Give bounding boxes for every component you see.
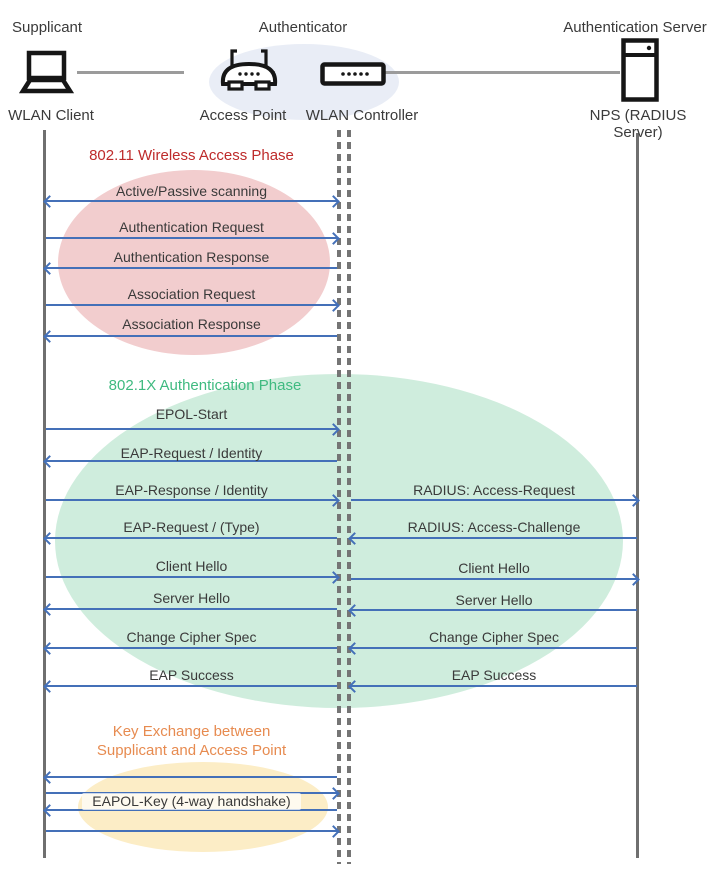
message-label-authentication-response: Authentication Response — [113, 249, 270, 265]
wlan-controller-icon — [320, 62, 386, 91]
message-label-server-hello-left: Server Hello — [152, 590, 231, 606]
arrow-eapol-key-message-4 — [46, 830, 337, 832]
message-label-eap-request-identity: EAP-Request / Identity — [120, 445, 263, 461]
arrow-eap-response-identity — [46, 499, 337, 501]
arrow-authentication-response — [46, 267, 337, 269]
node-label-wlan-controller: WLAN Controller — [305, 107, 419, 124]
message-label-radius-access-request: RADIUS: Access-Request — [413, 482, 575, 498]
phase-title-key-exchange-line1: Key Exchange between — [112, 723, 271, 740]
phase-title-wireless-access: 802.11 Wireless Access Phase — [89, 147, 294, 164]
arrow-server-hello-right — [351, 609, 637, 611]
role-authenticator: Authenticator — [258, 19, 348, 36]
message-label-eapol-key-handshake: EAPOL-Key (4-way handshake) — [46, 793, 337, 810]
arrow-eapol-key-message-3 — [46, 809, 337, 811]
message-label-client-hello-left: Client Hello — [155, 558, 228, 574]
access-point-icon — [217, 46, 281, 99]
message-label-change-cipher-spec-right: Change Cipher Spec — [429, 629, 559, 645]
arrow-eap-success-left — [46, 685, 337, 687]
message-label-eap-success-left: EAP Success — [149, 667, 234, 683]
arrow-eap-success-right — [351, 685, 637, 687]
connector-controller-server — [352, 71, 620, 74]
message-label-active-passive-scanning: Active/Passive scanning — [116, 183, 267, 199]
phase-title-dot1x-authentication: 802.1X Authentication Phase — [108, 377, 302, 394]
message-label-server-hello-right: Server Hello — [455, 592, 533, 608]
message-label-authentication-request: Authentication Request — [119, 219, 264, 235]
lifeline-supplicant — [43, 130, 46, 858]
arrow-radius-access-challenge — [351, 537, 637, 539]
arrow-eap-request-identity — [46, 460, 337, 462]
message-label-association-request: Association Request — [127, 286, 256, 302]
arrow-radius-access-request — [351, 499, 637, 501]
arrow-active-passive-scanning — [46, 200, 337, 202]
lifeline-authenticator-dashed-1 — [337, 130, 341, 864]
arrow-change-cipher-spec-left — [46, 647, 337, 649]
node-label-nps-radius-server: NPS (RADIUS Server) — [589, 107, 687, 141]
arrow-eapol-key-message-1 — [46, 776, 337, 778]
message-label-epol-start: EPOL-Start — [155, 406, 228, 422]
arrow-association-request — [46, 304, 337, 306]
arrow-change-cipher-spec-right — [351, 647, 637, 649]
node-label-wlan-client: WLAN Client — [8, 107, 94, 124]
node-label-access-point: Access Point — [199, 107, 287, 124]
server-icon — [621, 38, 659, 107]
message-label-association-response: Association Response — [122, 316, 261, 332]
phase-title-key-exchange-line2: Supplicant and Access Point — [96, 742, 287, 759]
arrow-association-response — [46, 335, 337, 337]
laptop-icon — [12, 50, 80, 101]
message-label-eap-request-type: EAP-Request / (Type) — [123, 519, 260, 535]
arrow-eap-request-type — [46, 537, 337, 539]
role-authentication-server: Authentication Server — [563, 19, 707, 36]
message-label-client-hello-right: Client Hello — [458, 560, 530, 576]
message-label-change-cipher-spec-left: Change Cipher Spec — [126, 629, 257, 645]
arrow-authentication-request — [46, 237, 337, 239]
lifeline-authenticator-dashed-2 — [347, 130, 351, 864]
arrow-epol-start — [46, 428, 337, 430]
lifeline-server — [636, 133, 639, 858]
connector-client-ap — [77, 71, 184, 74]
arrow-client-hello-left — [46, 576, 337, 578]
arrow-server-hello-left — [46, 608, 337, 610]
arrow-client-hello-right — [351, 578, 637, 580]
message-label-radius-access-challenge: RADIUS: Access-Challenge — [407, 519, 581, 535]
phase-title-key-exchange: Key Exchange between Supplicant and Acce… — [46, 722, 337, 760]
message-label-eap-success-right: EAP Success — [451, 667, 537, 683]
message-label-eap-response-identity: EAP-Response / Identity — [115, 482, 268, 498]
role-supplicant: Supplicant — [12, 19, 83, 36]
